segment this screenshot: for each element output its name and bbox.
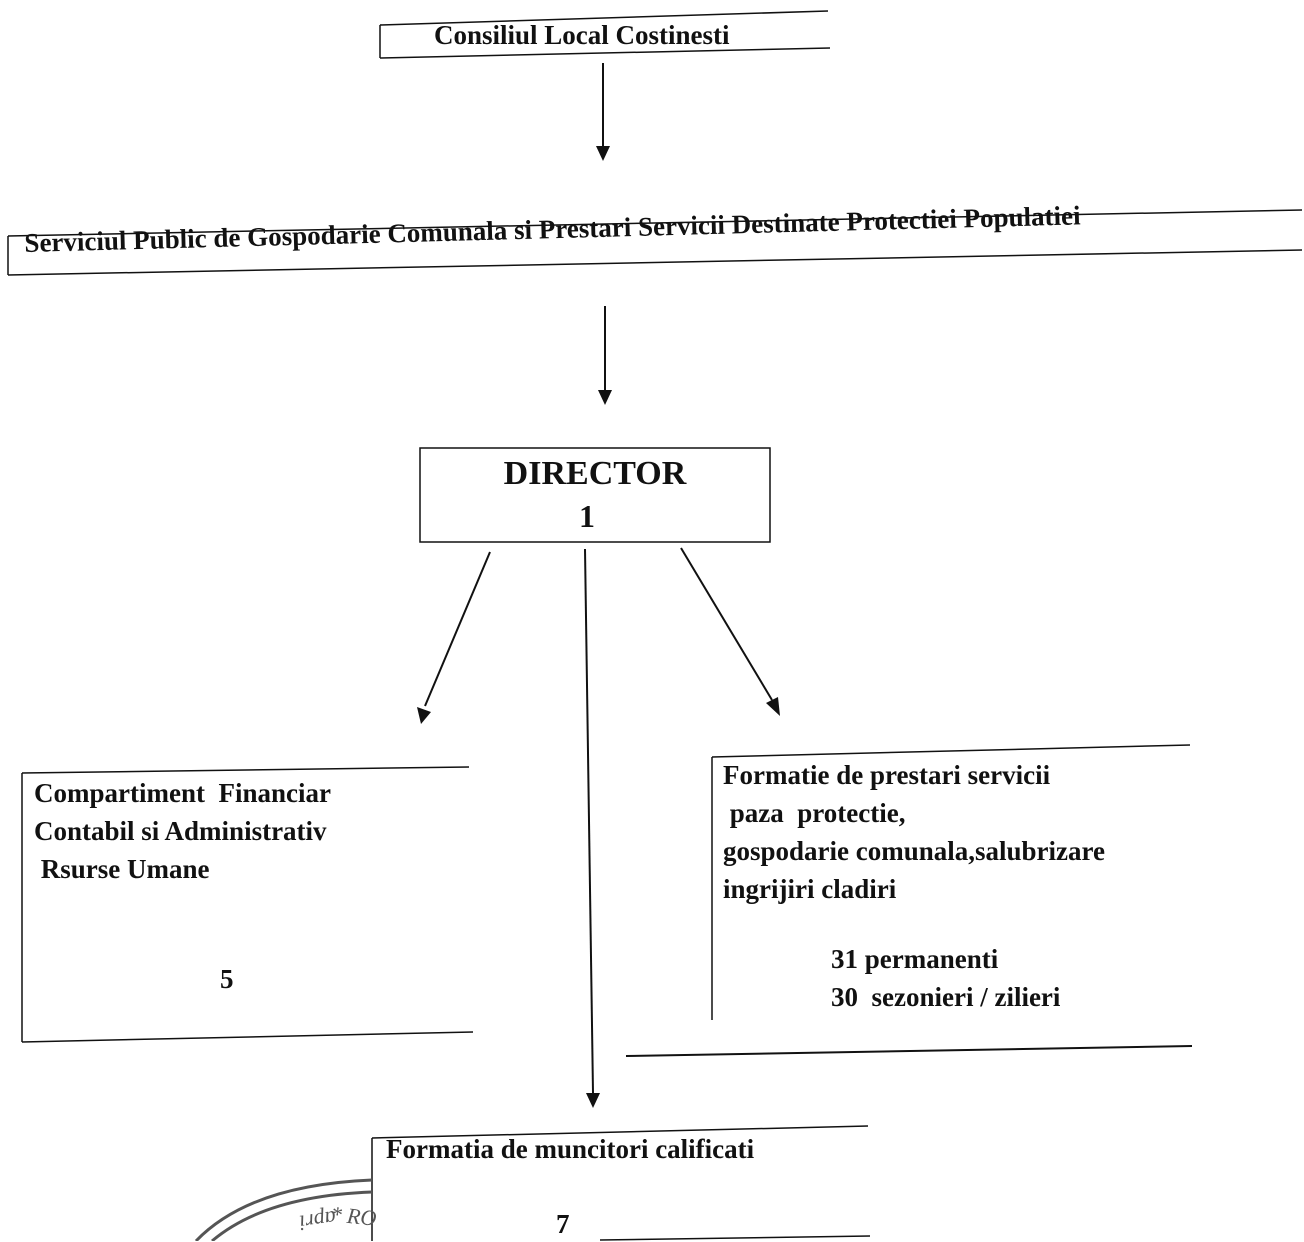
service-box-outline — [7, 209, 1303, 276]
svg-text:ᴉɹdɒ: ᴉɹdɒ — [297, 1201, 337, 1231]
formatie-line: paza protectie, — [723, 798, 906, 828]
financiar-label: Compartiment Financiar Contabil si Admin… — [34, 774, 331, 888]
formatie-box-outline — [625, 744, 1193, 1057]
financiar-line: Compartiment Financiar — [34, 778, 331, 808]
formatie-prestari-stats: 31 permanenti 30 sezonieri / zilieri — [831, 940, 1060, 1016]
financiar-line: Rsurse Umane — [34, 854, 210, 884]
muncitori-label: Formatia de muncitori calificati — [386, 1134, 755, 1164]
formatie-prestari-label: Formatie de prestari servicii paza prote… — [723, 756, 1105, 908]
financiar-count: 5 — [220, 964, 234, 994]
council-label: Consiliul Local Costinesti — [434, 20, 730, 50]
financiar-box-outline — [21, 766, 474, 1043]
arrow-service-to-director — [598, 306, 612, 405]
muncitori-box-outline — [371, 1125, 871, 1241]
financiar-line: Contabil si Administrativ — [34, 816, 327, 846]
stamp-text: * RO — [329, 1201, 377, 1231]
formatie-stat-permanenti: 31 permanenti — [831, 944, 999, 974]
director-box-outline — [419, 447, 771, 543]
director-count: 1 — [579, 498, 595, 534]
director-title: DIRECTOR — [503, 455, 687, 492]
muncitori-count: 7 — [556, 1209, 570, 1239]
formatie-line: ingrijiri cladiri — [723, 874, 897, 904]
arrow-director-to-financiar — [417, 551, 491, 724]
arrow-council-to-service — [596, 63, 610, 161]
formatie-line: Formatie de prestari servicii — [723, 760, 1051, 790]
formatie-stat-sezonieri: 30 sezonieri / zilieri — [831, 982, 1061, 1012]
formatie-line: gospodarie comunala,salubrizare — [723, 836, 1106, 866]
council-box-outline — [379, 10, 831, 59]
arrow-director-to-muncitori — [584, 548, 600, 1108]
arrow-director-to-formatie — [680, 547, 780, 716]
